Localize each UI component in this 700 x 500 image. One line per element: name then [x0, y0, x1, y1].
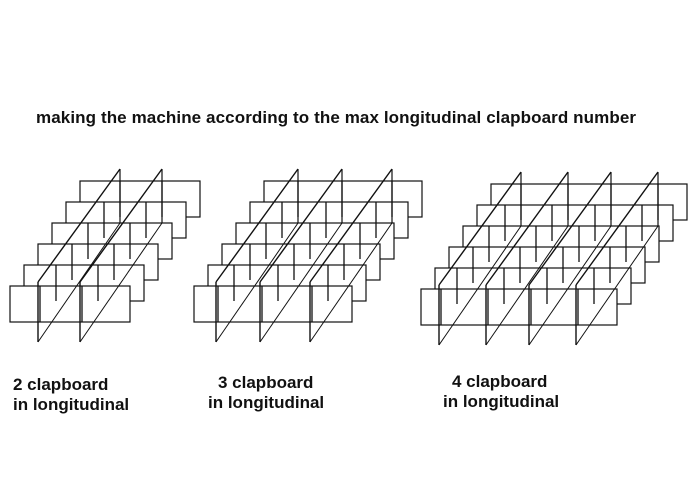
longitudinal-clapboard-top-edge	[309, 168, 393, 283]
headline: making the machine according to the max …	[36, 108, 637, 127]
caption-orientation: in longitudinal	[443, 392, 560, 411]
longitudinal-clapboard-bottom-edge	[485, 225, 569, 346]
longitudinal-clapboard-top-edge	[259, 168, 343, 283]
caption-count: 3 clapboard	[218, 373, 314, 392]
caption-count: 2 clapboard	[13, 375, 109, 394]
transverse-panel	[9, 285, 131, 323]
longitudinal-clapboard-bottom-edge	[528, 225, 612, 346]
longitudinal-clapboard-bottom-edge	[309, 222, 393, 343]
grid-2-clapboard	[9, 168, 201, 343]
grid-4-clapboard	[420, 171, 688, 346]
longitudinal-clapboard-bottom-edge	[37, 222, 121, 343]
longitudinal-clapboard-bottom-edge	[575, 225, 659, 346]
caption-4-clapboard: 4 clapboard in longitudinal	[443, 372, 559, 412]
longitudinal-clapboard-top-edge	[528, 171, 612, 286]
transverse-panel	[420, 288, 618, 326]
longitudinal-clapboard-bottom-edge	[259, 222, 343, 343]
longitudinal-clapboard-top-edge	[215, 168, 299, 283]
caption-orientation: in longitudinal	[208, 393, 325, 412]
caption-2-clapboard: 2 clapboard in longitudinal	[13, 375, 129, 415]
grid-3-clapboard	[193, 168, 423, 343]
longitudinal-clapboard-bottom-edge	[79, 222, 163, 343]
longitudinal-clapboard-top-edge	[79, 168, 163, 283]
caption-count: 4 clapboard	[452, 372, 548, 391]
longitudinal-clapboard-top-edge	[37, 168, 121, 283]
caption-orientation: in longitudinal	[13, 395, 130, 414]
caption-3-clapboard: 3 clapboard in longitudinal	[208, 373, 324, 413]
longitudinal-clapboard-bottom-edge	[438, 225, 522, 346]
longitudinal-clapboard-top-edge	[485, 171, 569, 286]
longitudinal-clapboard-top-edge	[438, 171, 522, 286]
longitudinal-clapboard-top-edge	[575, 171, 659, 286]
transverse-panel	[193, 285, 353, 323]
longitudinal-clapboard-bottom-edge	[215, 222, 299, 343]
